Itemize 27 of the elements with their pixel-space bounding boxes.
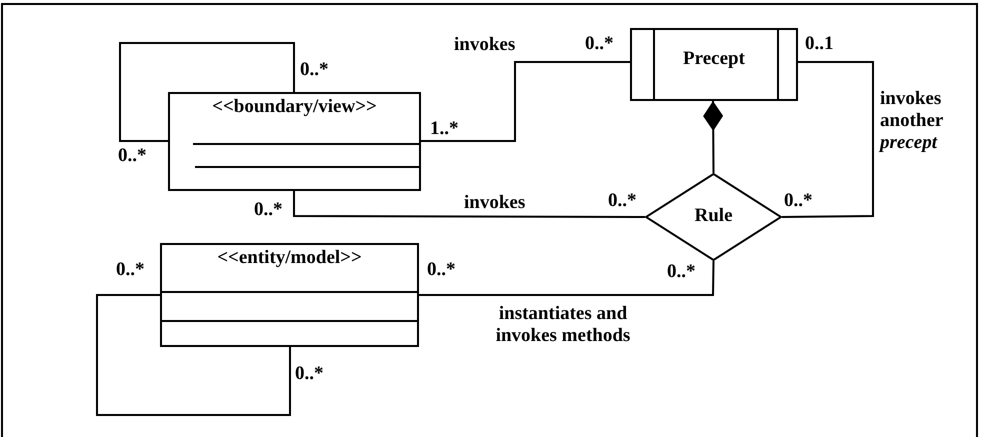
association-line [119, 42, 295, 142]
multiplicity-label: 0..* [784, 190, 812, 212]
multiplicity-label: 0..* [300, 59, 328, 81]
node-label: Precept [682, 48, 746, 70]
class-box [168, 92, 421, 191]
association-line [421, 61, 630, 142]
node-label: <<entity/model>> [216, 247, 363, 269]
decision-diamond [645, 173, 782, 261]
multiplicity-label: 0..* [667, 261, 696, 283]
composition-line [703, 101, 724, 173]
process-box [630, 28, 798, 101]
association-line [782, 61, 874, 218]
multiplicity-label: 0..* [585, 33, 614, 55]
multiplicity-label: 0..* [118, 145, 146, 167]
multiplicity-label: 1..* [430, 118, 458, 140]
class-box [160, 243, 419, 347]
association-line [293, 191, 645, 218]
multiplicity-label: 0..* [254, 199, 282, 221]
multiplicity-label: 0..* [427, 259, 456, 281]
multiplicity-label: 0..* [608, 190, 636, 212]
association-line [419, 260, 714, 296]
node-label: Rule [694, 205, 734, 227]
multiplicity-label: 0..1 [805, 33, 834, 55]
association-line [96, 294, 291, 416]
node-label: <<boundary/view>> [211, 96, 378, 118]
multiplicity-label: 0..* [116, 259, 144, 281]
multiplicity-label: 0..* [295, 363, 324, 385]
